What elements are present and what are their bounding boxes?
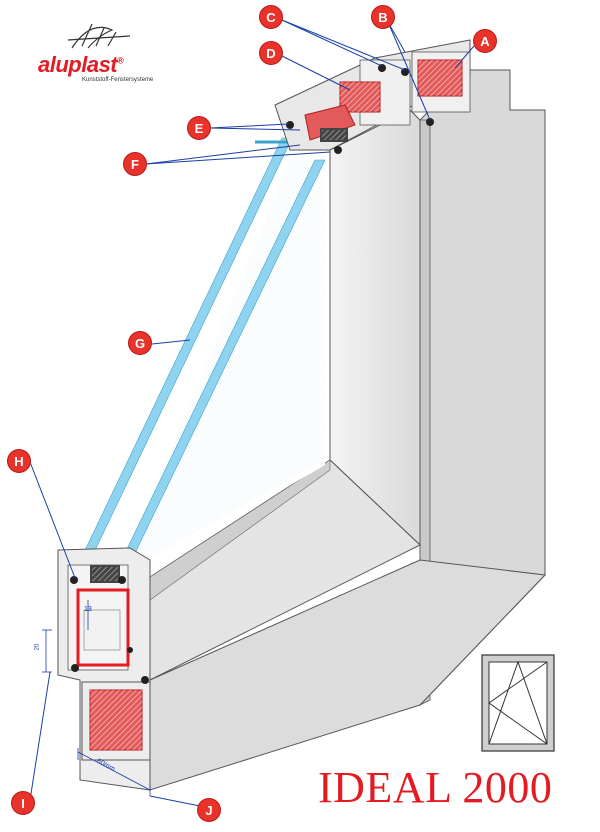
dimension-rebate: 20 [34, 643, 41, 651]
callout-g: G [128, 331, 152, 355]
product-title: IDEAL 2000 [318, 763, 553, 812]
callout-i: I [11, 791, 35, 815]
callout-d: D [259, 41, 283, 65]
callout-leaders [29, 19, 475, 809]
callout-j: J [197, 798, 221, 822]
brand-name: aluplast [38, 52, 118, 77]
window-tilt-turn-icon [481, 654, 555, 752]
callout-b: B [371, 5, 395, 29]
callout-e: E [187, 116, 211, 140]
callout-f: F [123, 152, 147, 176]
dimension-lines [42, 600, 151, 796]
callout-h: H [7, 449, 31, 473]
brand-registered: ® [117, 55, 124, 66]
brand-logo-text: aluplast® [38, 52, 124, 78]
bottom-profile-section [57, 547, 151, 791]
aluplast-logo-icon [67, 23, 131, 49]
brand-tagline: Kunststoff-Fenstersysteme [82, 77, 154, 83]
callout-a: A [473, 29, 497, 53]
callout-c: C [259, 5, 283, 29]
dimension-overlap: 13 [84, 606, 92, 613]
